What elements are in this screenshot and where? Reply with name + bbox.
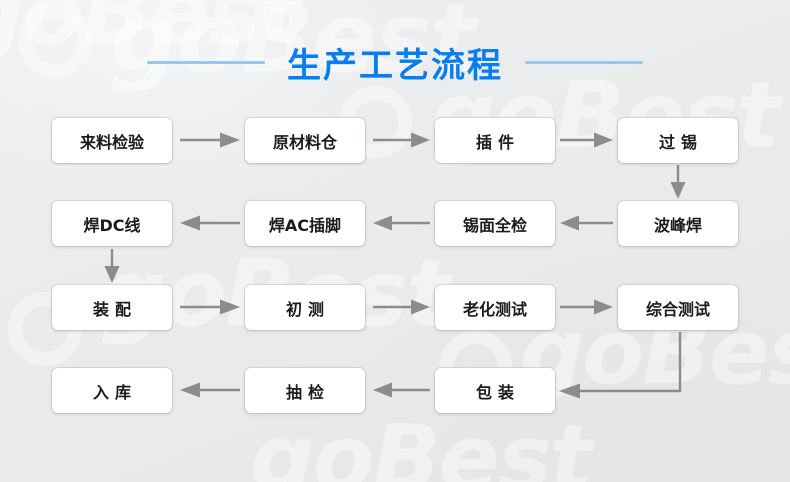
arrow-right-icon [558, 131, 615, 149]
flow-node-sampling-inspection[interactable]: 抽检 [245, 368, 365, 413]
flow-node-packaging[interactable]: 包装 [435, 368, 555, 413]
page-title-text: 生产工艺流程 [287, 45, 503, 86]
flow-node-tin-surface-inspection[interactable]: 锡面全检 [435, 201, 555, 246]
arrow-down-icon [103, 248, 121, 284]
arrow-left-icon [178, 381, 242, 399]
flow-node-warehousing[interactable]: 入库 [52, 368, 172, 413]
flow-node-solder-ac-pin[interactable]: 焊AC插脚 [245, 201, 365, 246]
flow-node-tinning[interactable]: 过锡 [618, 118, 738, 163]
arrow-left-icon [371, 214, 432, 232]
title-rule-right [525, 60, 643, 64]
arrow-left-icon [558, 214, 615, 232]
flow-node-insertion[interactable]: 插件 [435, 118, 555, 163]
flow-node-wave-soldering[interactable]: 波峰焊 [618, 201, 738, 246]
arrow-right-icon [558, 298, 615, 316]
arrow-left-icon [371, 381, 432, 399]
watermark-text: goBest [250, 406, 592, 482]
flow-node-raw-material-warehouse[interactable]: 原材料仓 [245, 118, 365, 163]
flow-node-aging-test[interactable]: 老化测试 [435, 285, 555, 330]
title-rule-left [147, 60, 265, 64]
arrow-down-icon [669, 164, 687, 200]
arrow-right-icon [178, 298, 242, 316]
arrow-right-icon [371, 298, 432, 316]
arrow-right-icon [371, 131, 432, 149]
page-title: 生产工艺流程 [0, 34, 790, 90]
flow-node-initial-test[interactable]: 初测 [245, 285, 365, 330]
flow-node-assembly[interactable]: 装配 [52, 285, 172, 330]
elbow-connector-down-left-icon [556, 330, 692, 402]
flow-node-solder-dc-wire[interactable]: 焊DC线 [52, 201, 172, 246]
arrow-left-icon [178, 214, 242, 232]
arrow-right-icon [178, 131, 242, 149]
flow-node-incoming-inspection[interactable]: 来料检验 [52, 118, 172, 163]
flow-node-comprehensive-test[interactable]: 综合测试 [618, 285, 738, 330]
